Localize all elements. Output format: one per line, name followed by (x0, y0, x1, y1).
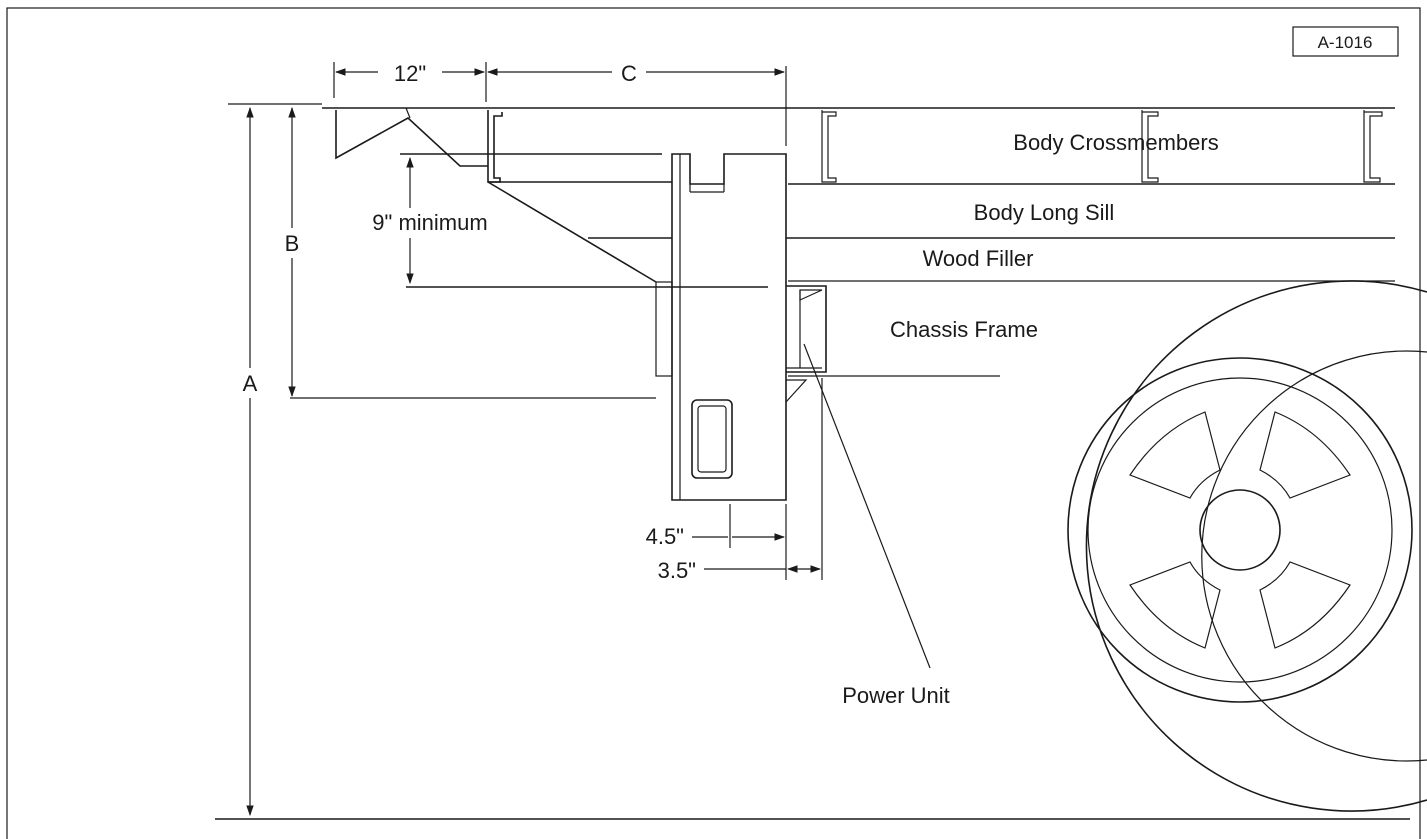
label-power-unit: Power Unit (842, 683, 950, 708)
power-unit-leader (803, 343, 931, 669)
figure-id-tag: A-1016 (1292, 26, 1399, 57)
dimension-b-label: B (285, 231, 300, 256)
dimension-b: B (272, 103, 656, 399)
dimension-min-clearance: 9" minimum (356, 153, 768, 288)
dimension-overhang: 12" (333, 60, 487, 102)
dimension-offset-inner-label: 3.5" (658, 558, 696, 583)
dimension-offset-inner: 3.5" (658, 378, 823, 583)
dimension-offset-outer: 4.5" (646, 504, 787, 580)
dimension-a-label: A (243, 371, 258, 396)
dimension-a: A (228, 103, 272, 817)
label-wood-filler: Wood Filler (923, 246, 1034, 271)
figure-id-text: A-1016 (1318, 33, 1373, 52)
power-unit-window (691, 399, 733, 479)
dimension-c-label: C (621, 61, 637, 86)
label-chassis-frame: Chassis Frame (890, 317, 1038, 342)
wheel (1067, 280, 1427, 812)
dimension-min-clearance-label: 9" minimum (372, 210, 487, 235)
label-body-long-sill: Body Long Sill (974, 200, 1115, 225)
chassis-frame (785, 285, 1000, 403)
wheel-spokes (1129, 411, 1351, 649)
liftgate-platform (335, 107, 672, 283)
dimension-offset-outer-label: 4.5" (646, 524, 684, 549)
dimension-c: C (486, 60, 787, 146)
drawing-border (6, 7, 1421, 839)
power-unit (655, 153, 787, 501)
body-crossmembers (322, 107, 1395, 185)
dimension-overhang-label: 12" (394, 61, 426, 86)
label-body-crossmembers: Body Crossmembers (1013, 130, 1218, 155)
